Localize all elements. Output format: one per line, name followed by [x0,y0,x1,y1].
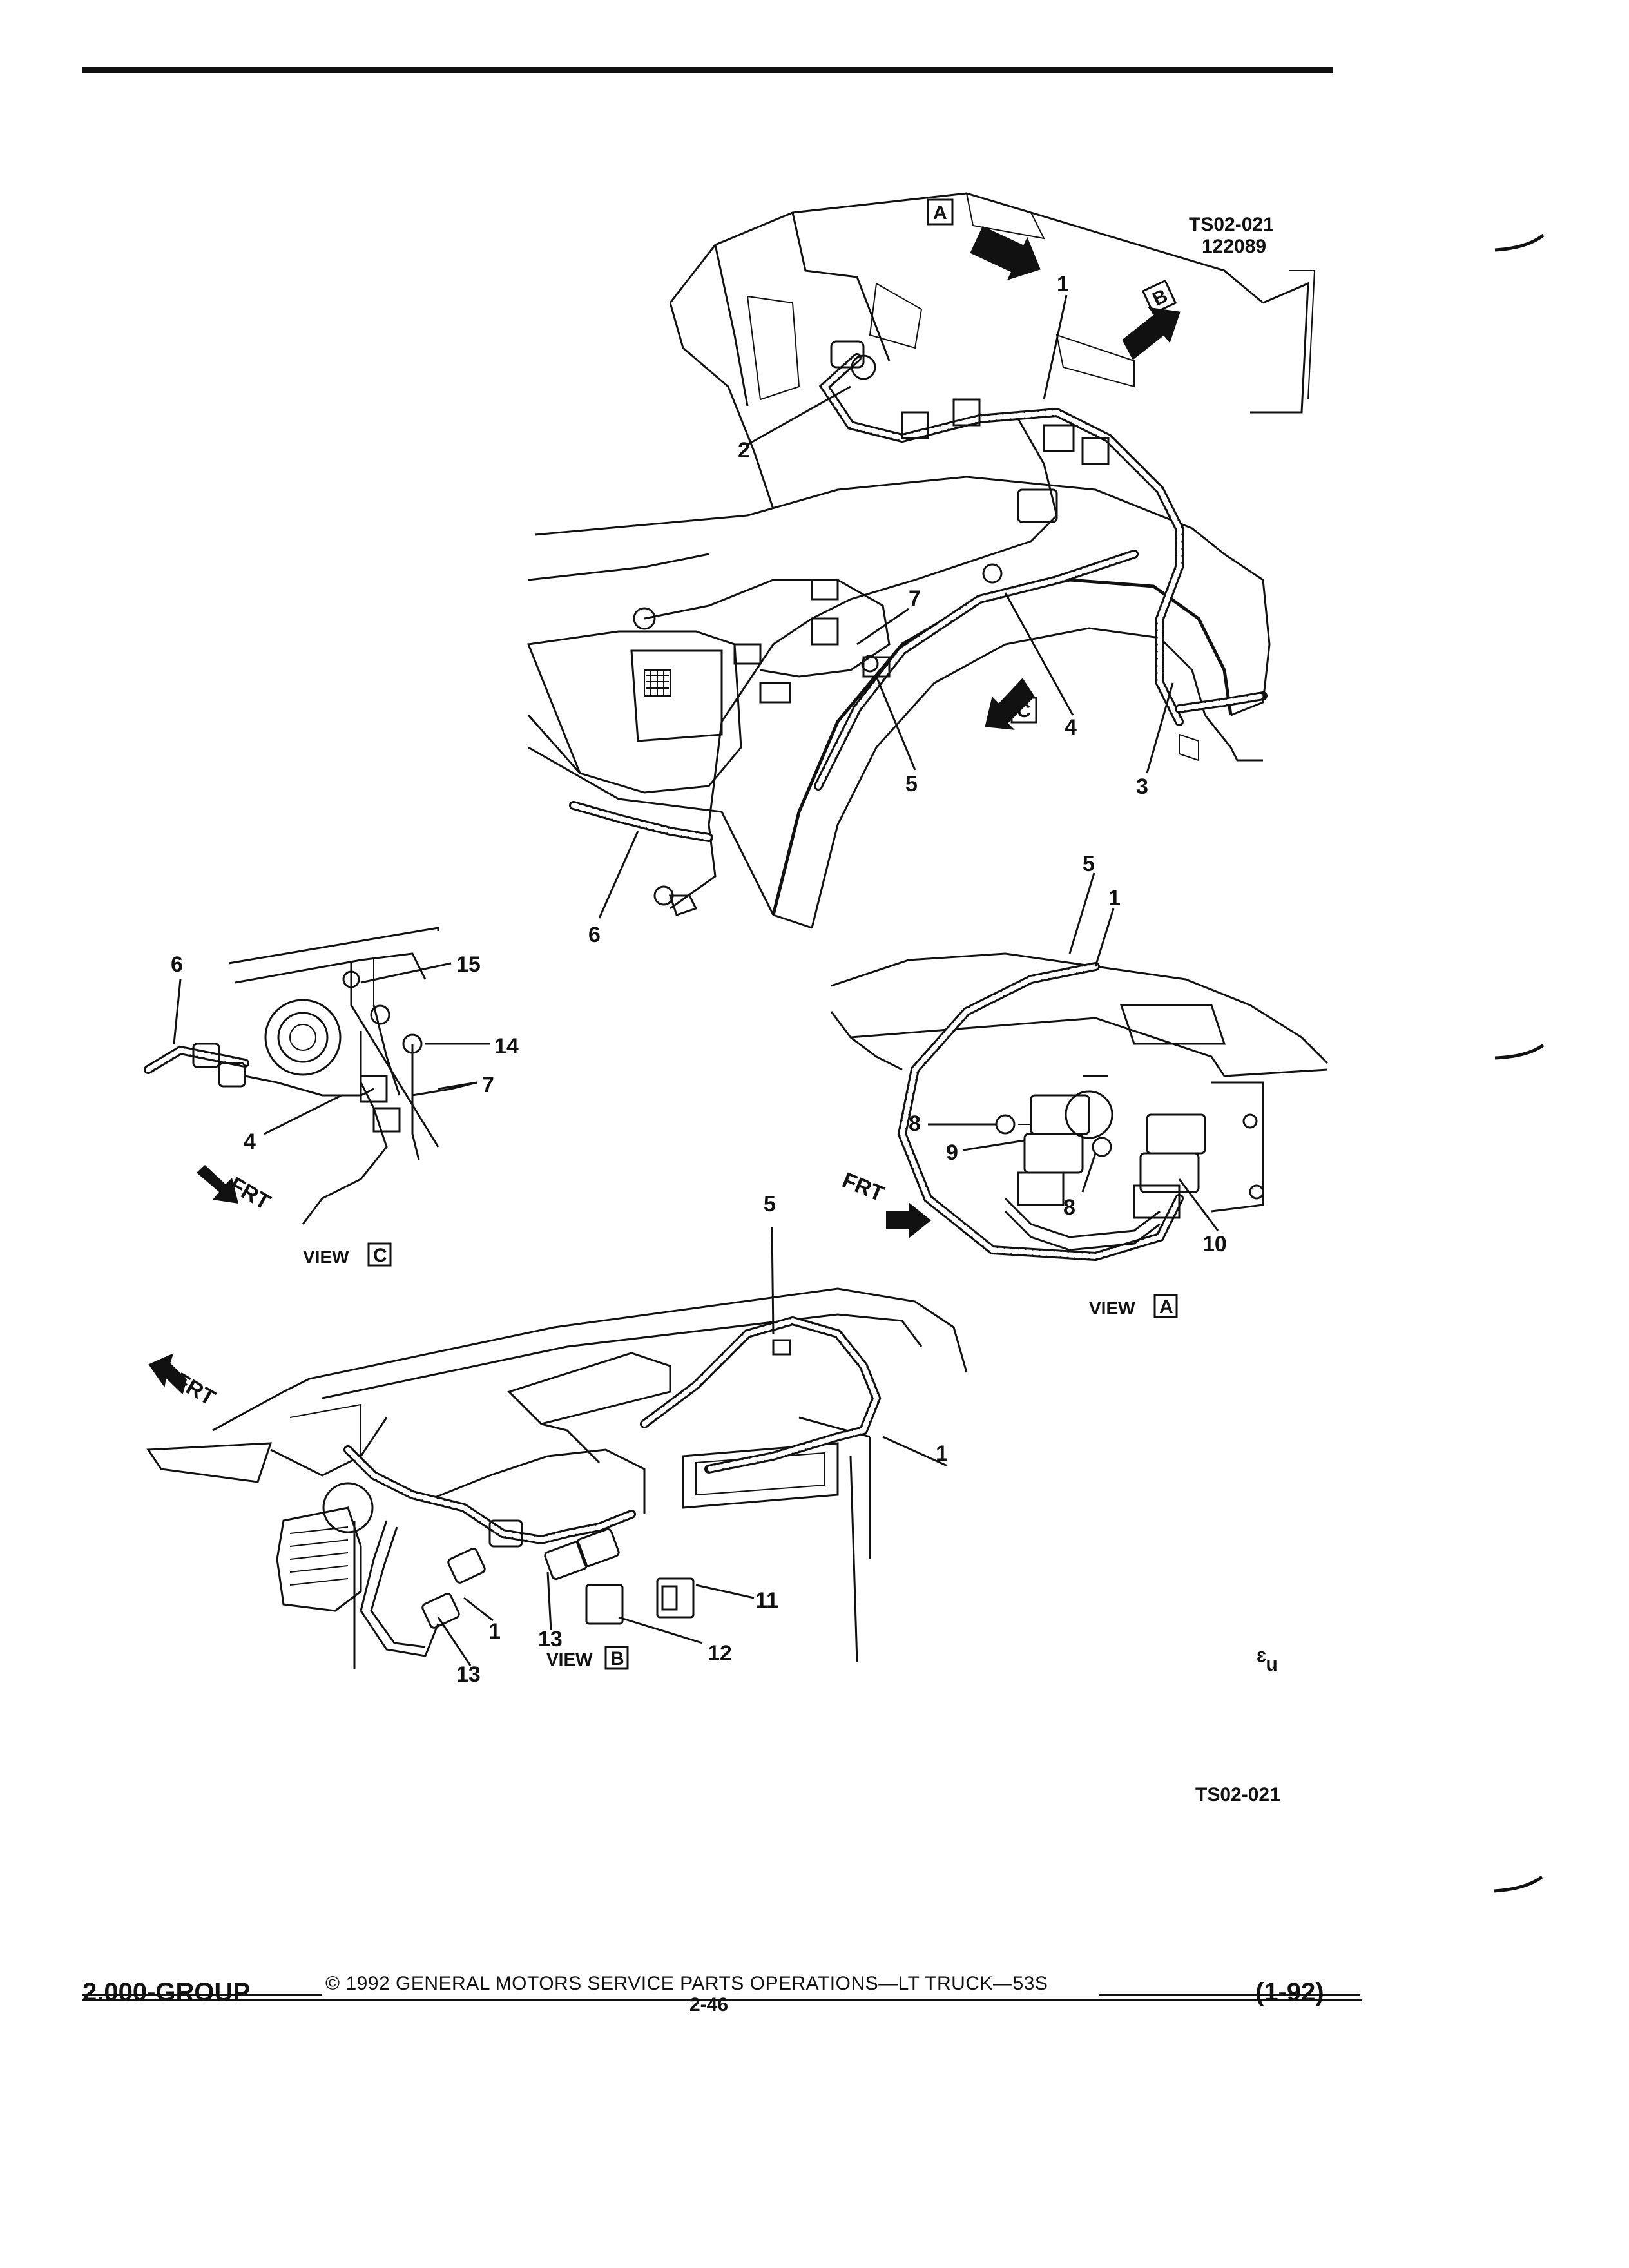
view-a-callout-9: 9 [946,1140,958,1165]
view-b-detail [146,1227,968,1669]
corner-mark: ᵋᵤ [1257,1644,1277,1675]
view-a-callout-5: 5 [1083,852,1095,876]
main-callout-5: 5 [905,772,918,796]
view-b-callout-12: 12 [708,1641,732,1666]
svg-text:C: C [1017,700,1031,722]
view-b-callout-13: 13 [538,1627,563,1651]
view-b-callout-13b: 13 [456,1662,481,1687]
main-callout-4: 4 [1065,715,1077,740]
view-a-callout-8: 8 [909,1111,921,1136]
view-b-label: VIEW [546,1649,593,1669]
view-a-letter-box: A [1153,1294,1178,1318]
main-callout-7: 7 [909,586,921,611]
footer-copyright: © 1992 GENERAL MOTORS SERVICE PARTS OPER… [325,1973,1048,1994]
footer-date-code: (1-92) [1255,1978,1324,2006]
header-rule [82,67,1333,73]
view-c-frt: FRT [226,1173,275,1215]
binding-mark-1 [1494,234,1545,252]
view-c-letter-box: C [367,1242,392,1267]
view-marker-a: A [927,198,954,226]
view-a-callout-1: 1 [1108,886,1121,910]
footer-rule-left [82,1994,322,1996]
view-b-callout-5: 5 [764,1192,776,1216]
view-c-callout-14: 14 [494,1034,519,1059]
view-c-callout-6: 6 [171,952,183,977]
view-c-detail [144,927,490,1225]
main-callout-6: 6 [588,923,601,947]
svg-text:B: B [610,1648,624,1669]
svg-text:C: C [373,1245,387,1266]
figure-date: 122089 [1202,236,1266,257]
view-a-label: VIEW [1089,1298,1135,1318]
view-b-callout-11: 11 [755,1588,778,1613]
view-a-callout-8b: 8 [1063,1195,1075,1220]
view-marker-b: B [1141,279,1177,315]
main-callout-1: 1 [1057,272,1069,296]
view-c-callout-15: 15 [456,952,481,977]
view-a-frt: FRT [839,1168,888,1207]
svg-text:A: A [1159,1296,1173,1318]
view-c-label: VIEW [303,1247,349,1267]
view-a-detail [830,872,1329,1262]
view-b-callout-1: 1 [936,1441,948,1466]
view-a-callout-10: 10 [1202,1232,1227,1256]
svg-text:A: A [933,202,947,224]
view-b-letter-box: B [604,1646,629,1670]
binding-mark-2 [1494,1043,1545,1060]
footer-rule-right [1099,1994,1360,1996]
footer-group: 2.000-GROUP [82,1978,251,2006]
view-b-callout-1b: 1 [488,1619,501,1644]
bottom-figure-code: TS02-021 [1195,1784,1280,1805]
figure-code: TS02-021 [1189,214,1274,235]
view-marker-c: C [1010,697,1037,724]
main-callout-2: 2 [738,438,750,463]
main-callout-3: 3 [1136,774,1148,799]
footer-page-number: 2-46 [689,1994,729,2015]
main-view [526,192,1316,929]
binding-mark-3 [1493,1875,1543,1893]
view-c-callout-4: 4 [244,1129,256,1154]
view-c-callout-7: 7 [482,1073,494,1097]
footer-rule-bottom [82,1999,1362,2001]
